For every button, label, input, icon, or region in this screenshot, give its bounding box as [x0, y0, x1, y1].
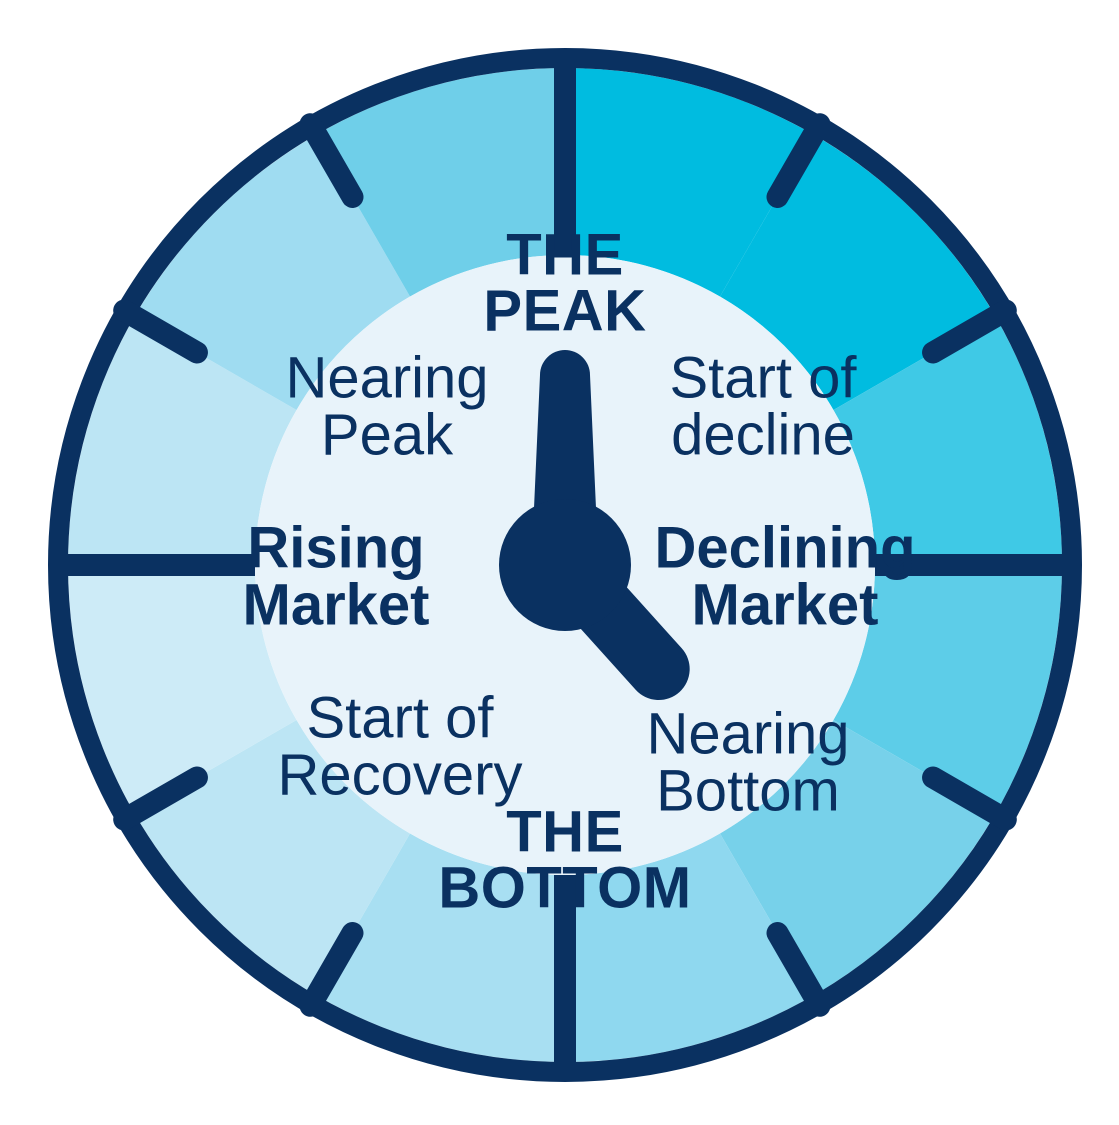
tick-minor-5 — [766, 922, 831, 1017]
ring-segment-hour-12 — [565, 68, 814, 297]
tick-marks — [56, 56, 1074, 1074]
ring-segment-hour-10 — [134, 134, 410, 410]
label-rising-market-line2: Market — [243, 572, 430, 637]
ring-segment-hour-9 — [68, 316, 297, 565]
ring-segment-hour-2 — [833, 316, 1062, 565]
tick-minor-11 — [299, 113, 364, 208]
ring-segment-hour-6 — [316, 833, 565, 1062]
ring-segment-hour-4 — [720, 720, 996, 996]
clock-center-hub — [499, 499, 631, 631]
tick-minor-10 — [113, 299, 208, 364]
ring-segment-hour-5 — [565, 833, 814, 1062]
label-declining-market-line1: Declining — [654, 515, 915, 580]
ring-segment-hour-11 — [316, 68, 565, 297]
ring-segment-hour-3 — [833, 565, 1062, 814]
tick-minor-7 — [299, 922, 364, 1017]
tick-minor-8 — [113, 766, 208, 831]
label-start-of-recovery-line2: Recovery — [278, 742, 523, 807]
label-start-of-decline-line2: decline — [671, 402, 855, 467]
tick-minor-1 — [766, 113, 831, 208]
label-nearing-peak-line2: Peak — [321, 402, 454, 467]
label-rising-market-line1: Rising — [247, 515, 424, 580]
ring-segments — [68, 68, 1062, 1062]
ring-segment-hour-8 — [68, 565, 297, 814]
label-start-of-recovery-line1: Start of — [307, 685, 495, 750]
label-declining-market-line2: Market — [692, 572, 879, 637]
tick-minor-2 — [922, 299, 1017, 364]
label-nearing-peak-line1: Nearing — [285, 345, 488, 410]
clock-labels: THE PEAK Nearing Peak Start of decline R… — [243, 222, 916, 920]
label-the-bottom-line2: BOTTOM — [438, 855, 691, 920]
label-the-bottom-line1: THE — [506, 799, 624, 864]
ring-segment-hour-7 — [134, 720, 410, 996]
tick-minor-4 — [922, 766, 1017, 831]
label-the-peak-line1: THE — [506, 222, 624, 287]
label-nearing-bottom-line2: Bottom — [656, 758, 840, 823]
label-the-peak-line2: PEAK — [483, 278, 646, 343]
label-nearing-bottom-line1: Nearing — [646, 701, 849, 766]
ring-segment-hour-1 — [720, 134, 996, 410]
label-start-of-decline-line1: Start of — [670, 345, 858, 410]
